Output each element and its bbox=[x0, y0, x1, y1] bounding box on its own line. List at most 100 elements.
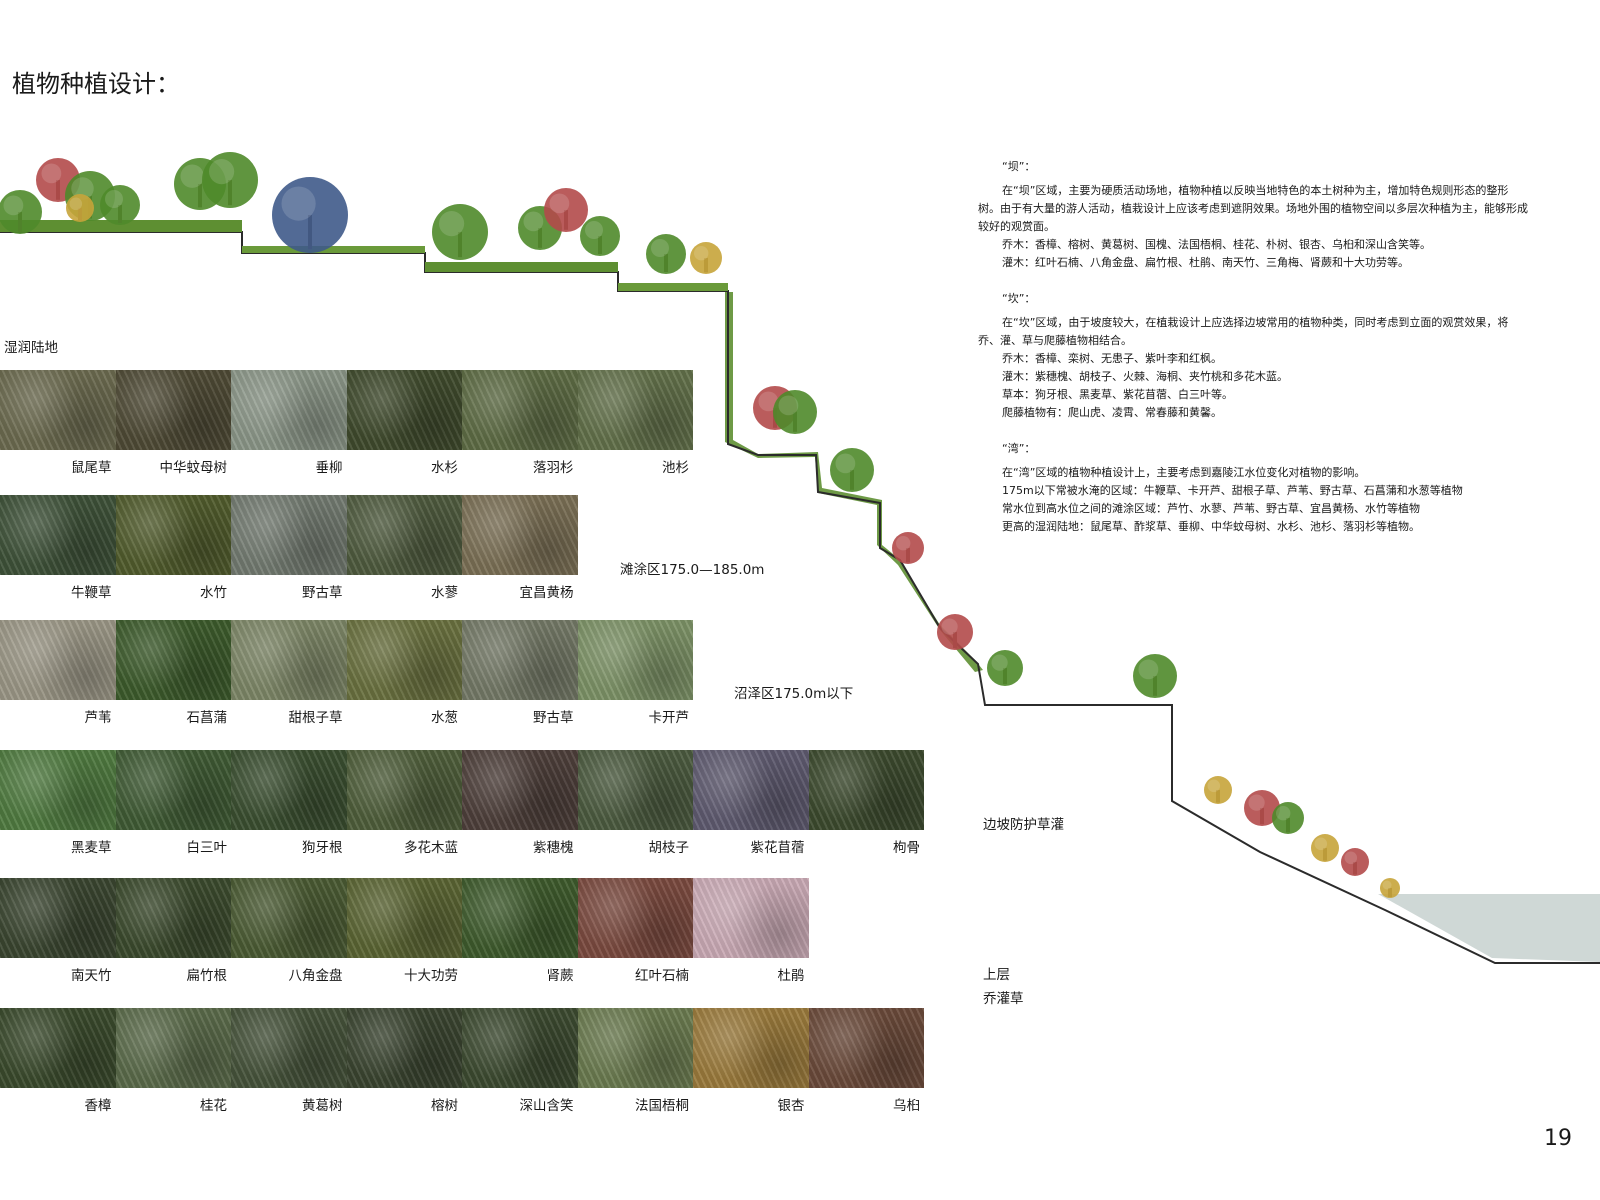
plant-name: 桂花 bbox=[200, 1098, 227, 1114]
plant-photo bbox=[462, 878, 578, 958]
plant-photo bbox=[0, 1008, 116, 1088]
plant-photo bbox=[0, 370, 116, 450]
dam-grass-strip-3 bbox=[425, 262, 618, 272]
tree-crown bbox=[580, 216, 620, 256]
tree-crown bbox=[1204, 776, 1232, 804]
tree-highlight bbox=[896, 536, 911, 551]
plant-photo-card: 水蓼 bbox=[346, 495, 462, 615]
dam-shrubs: 灌木：红叶石楠、八角金盘、扁竹根、杜鹃、南天竹、三角梅、肾蕨和十大功劳等。 bbox=[1002, 256, 1409, 269]
plant-photo-card: 芦苇 bbox=[0, 620, 116, 740]
photo-row: 牛鞭草水竹野古草水蓼宜昌黄杨 bbox=[0, 495, 578, 615]
tree-crown bbox=[1311, 834, 1339, 862]
plant-photo-card: 扁竹根 bbox=[115, 878, 231, 998]
plant-photo-card: 深山含笑 bbox=[462, 1008, 578, 1128]
plant-photo-card: 银杏 bbox=[693, 1008, 809, 1128]
tree-crown bbox=[830, 448, 874, 492]
plant-photo-card: 枸骨 bbox=[808, 750, 924, 870]
tree-highlight bbox=[651, 239, 669, 257]
plant-photo bbox=[231, 750, 347, 830]
bay-wetland-zone: 更高的湿润陆地：鼠尾草、酢浆草、垂柳、中华蚊母树、水杉、池杉、落羽杉等植物。 bbox=[1002, 520, 1420, 533]
tree-crown bbox=[202, 152, 258, 208]
plant-photo bbox=[346, 370, 462, 450]
plant-name: 池杉 bbox=[662, 460, 689, 476]
plant-name: 落羽杉 bbox=[533, 460, 574, 476]
tree-crown bbox=[1341, 848, 1369, 876]
tree-highlight bbox=[991, 654, 1008, 671]
plant-name: 乌桕 bbox=[893, 1098, 920, 1114]
tree-highlight bbox=[209, 159, 235, 185]
plant-photo-card: 桂花 bbox=[115, 1008, 231, 1128]
plant-photo-card: 牛鞭草 bbox=[0, 495, 116, 615]
plant-name: 紫花苜蓿 bbox=[750, 840, 805, 856]
dam-grass-strip-4 bbox=[618, 283, 728, 291]
plant-photo-card: 宜昌黄杨 bbox=[462, 495, 578, 615]
plant-photo bbox=[808, 750, 924, 830]
plant-photo-card: 水杉 bbox=[346, 370, 462, 490]
plant-name: 紫穗槐 bbox=[533, 840, 574, 856]
tree-highlight bbox=[69, 197, 83, 211]
dam-paragraph: 在“坝”区域，主要为硬质活动场地，植物种植以反映当地特色的本土树种为主，增加特色… bbox=[978, 184, 1528, 233]
plant-name: 野古草 bbox=[533, 710, 574, 726]
tree-highlight bbox=[941, 618, 958, 635]
slope-herbs: 草本：狗牙根、黑麦草、紫花苜蓿、白三叶等。 bbox=[1002, 388, 1233, 401]
label-wetland: 湿润陆地 bbox=[4, 340, 58, 356]
plant-photo bbox=[0, 620, 116, 700]
plant-name: 垂柳 bbox=[315, 460, 343, 476]
plant-name: 法国梧桐 bbox=[635, 1098, 689, 1114]
plant-photo bbox=[346, 620, 462, 700]
tree-highlight bbox=[1344, 851, 1358, 865]
plant-photo-card: 法国梧桐 bbox=[577, 1008, 693, 1128]
plant-name: 水葱 bbox=[431, 710, 458, 726]
label-marsh-zone: 沼泽区175.0m以下 bbox=[734, 686, 854, 702]
plant-name: 狗牙根 bbox=[302, 840, 343, 856]
plant-name: 鼠尾草 bbox=[71, 460, 112, 476]
plant-name: 枸骨 bbox=[893, 840, 920, 856]
slope-shrubs: 灌木：紫穗槐、胡枝子、火棘、海桐、夹竹桃和多花木蓝。 bbox=[1002, 370, 1288, 383]
tree-highlight bbox=[549, 193, 570, 214]
tree-crown bbox=[544, 188, 588, 232]
dam-trees: 乔木：香樟、榕树、黄葛树、国槐、法国梧桐、桂花、朴树、银杏、乌桕和深山含笑等。 bbox=[1002, 238, 1431, 251]
tree-crown bbox=[987, 650, 1023, 686]
plant-name: 多花木蓝 bbox=[404, 840, 458, 856]
plant-name: 水杉 bbox=[431, 460, 458, 476]
photo-row: 香樟桂花黄葛树榕树深山含笑法国梧桐银杏乌桕 bbox=[0, 1008, 924, 1128]
tree-highlight bbox=[1248, 794, 1265, 811]
bay-flooded-zone: 175m以下常被水淹的区域：牛鞭草、卡开芦、甜根子草、芦苇、野古草、石菖蒲和水葱… bbox=[1002, 484, 1463, 497]
plant-photo-card: 黄葛树 bbox=[231, 1008, 347, 1128]
plant-name: 银杏 bbox=[777, 1098, 805, 1114]
plant-name: 肾蕨 bbox=[546, 968, 574, 984]
plant-name: 牛鞭草 bbox=[71, 585, 112, 601]
plant-photo-card: 肾蕨 bbox=[462, 878, 578, 998]
plant-photo-card: 紫花苜蓿 bbox=[693, 750, 809, 870]
label-beach-zone: 滩涂区175.0—185.0m bbox=[620, 562, 765, 578]
plant-photo bbox=[231, 878, 347, 958]
plant-name: 石菖蒲 bbox=[186, 710, 228, 726]
tree-highlight bbox=[694, 246, 709, 261]
tree-crown bbox=[773, 390, 817, 434]
tree-highlight bbox=[585, 221, 603, 239]
plant-photo bbox=[231, 370, 347, 450]
plant-photo bbox=[462, 620, 578, 700]
photo-row: 黑麦草白三叶狗牙根多花木蓝紫穗槐胡枝子紫花苜蓿枸骨 bbox=[0, 750, 924, 870]
tree-crown bbox=[646, 234, 686, 274]
plant-photo-card: 红叶石楠 bbox=[577, 878, 693, 998]
label-slope-shrub: 边坡防护草灌 bbox=[983, 817, 1064, 833]
plant-photo bbox=[693, 1008, 809, 1088]
plant-name: 杜鹃 bbox=[777, 968, 805, 984]
plant-photo-card: 榕树 bbox=[346, 1008, 462, 1128]
tree-crown bbox=[66, 194, 94, 222]
bay-heading: “湾”： bbox=[1002, 442, 1036, 455]
dam-heading: “坝”： bbox=[1002, 160, 1036, 173]
tree-highlight bbox=[41, 163, 62, 184]
plant-photo-card: 野古草 bbox=[462, 620, 578, 740]
dam-grass-strip-1 bbox=[0, 220, 242, 232]
plant-photo-card: 乌桕 bbox=[808, 1008, 924, 1128]
plant-photo bbox=[0, 750, 116, 830]
photo-row: 鼠尾草中华蚊母树垂柳水杉落羽杉池杉 bbox=[0, 370, 693, 490]
bay-paragraph: 在“湾”区域的植物种植设计上，主要考虑到嘉陵江水位变化对植物的影响。 bbox=[1002, 466, 1366, 479]
plant-photo-card: 石菖蒲 bbox=[115, 620, 231, 740]
tree-crown bbox=[892, 532, 924, 564]
plant-photo bbox=[577, 750, 693, 830]
plant-photo-card: 卡开芦 bbox=[577, 620, 693, 740]
page-title: 植物种植设计： bbox=[12, 70, 180, 98]
